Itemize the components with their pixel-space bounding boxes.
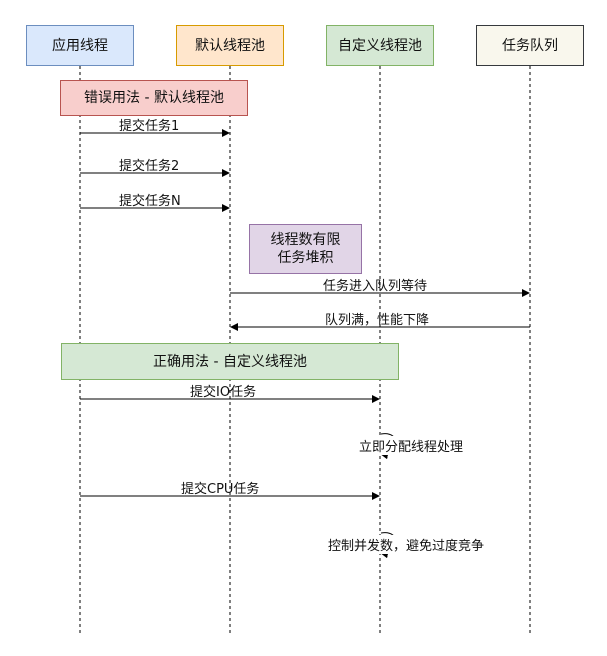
message-label-submitN: 提交任务N (119, 194, 181, 209)
note-right-usage: 正确用法 - 自定义线程池 (61, 343, 399, 380)
note-line: 线程数有限 (270, 232, 341, 248)
note-label: 正确用法 - 自定义线程池 (153, 353, 307, 370)
participant-task-queue: 任务队列 (476, 25, 584, 66)
note-wrong-usage: 错误用法 - 默认线程池 (60, 80, 248, 116)
message-label-control: 控制并发数，避免过度竞争 (328, 535, 485, 554)
note-line: 任务堆积 (277, 250, 334, 266)
participant-label: 默认线程池 (195, 37, 265, 54)
participant-label: 任务队列 (502, 37, 558, 54)
participant-label: 应用线程 (52, 37, 108, 54)
note-limited-threads: 线程数有限 任务堆积 (249, 224, 362, 274)
message-label-submit-io: 提交IO任务 (190, 385, 257, 400)
participant-custom-pool: 自定义线程池 (326, 25, 434, 66)
message-label-submit2: 提交任务2 (119, 159, 180, 174)
participant-label: 自定义线程池 (338, 37, 422, 54)
message-label-enqueue: 任务进入队列等待 (323, 279, 428, 294)
message-label-queue-full: 队列满，性能下降 (325, 313, 430, 328)
message-label-submit1: 提交任务1 (119, 119, 180, 134)
participant-app-thread: 应用线程 (26, 25, 134, 66)
message-label-submit-cpu: 提交CPU任务 (181, 482, 260, 497)
participant-default-pool: 默认线程池 (176, 25, 284, 66)
message-label-assign: 立即分配线程处理 (359, 436, 464, 455)
note-label: 错误用法 - 默认线程池 (84, 90, 224, 106)
